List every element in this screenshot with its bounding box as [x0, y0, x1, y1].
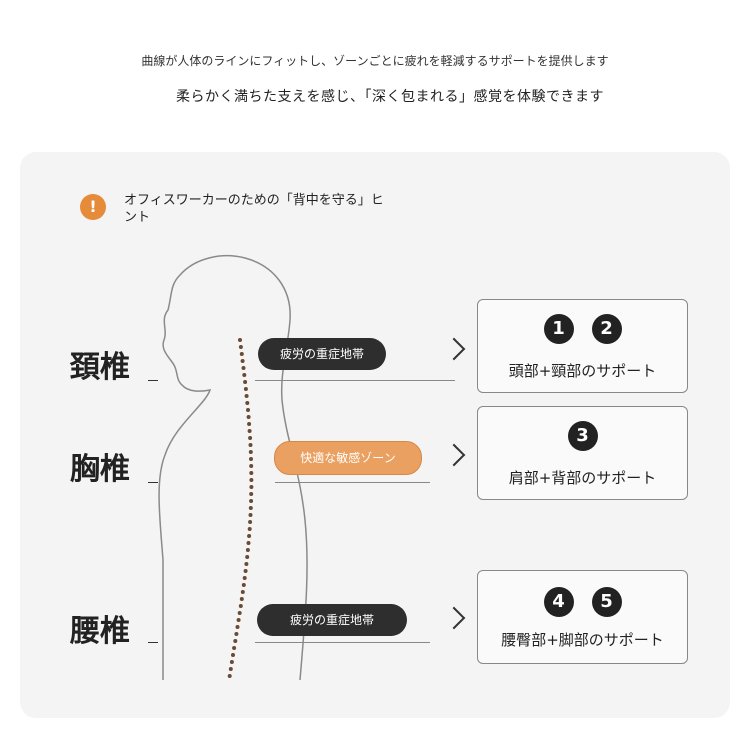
support-label: 頭部+頸部のサポート	[508, 362, 657, 380]
spine-dot	[249, 464, 254, 468]
spine-dots	[227, 338, 254, 678]
header-subtitle: 曲線が人体のラインにフィットし、ゾーンごとに疲れを軽減するサポートを提供します	[141, 54, 609, 68]
spine-dot	[247, 429, 252, 433]
spine-dot	[248, 520, 253, 524]
spine-dot	[248, 450, 253, 454]
header-title: 柔らかく満ちた支えを感じ、「深く包まれる」感覚を体験できます	[176, 89, 604, 105]
spine-dot	[247, 422, 252, 426]
spine-dot	[235, 625, 240, 629]
spine-dot	[244, 394, 249, 398]
pill-fatigue-zone: 疲労の重症地帯	[257, 604, 407, 636]
spine-dot	[247, 534, 252, 538]
spine-dot	[248, 506, 253, 510]
support-label: 腰臀部+脚部のサポート	[501, 631, 664, 649]
spine-dot	[245, 548, 250, 552]
spine-dot	[237, 611, 242, 615]
spine-dot	[232, 646, 237, 650]
spine-dot	[243, 387, 248, 391]
spine-dot	[248, 436, 253, 440]
spine-dot	[238, 604, 243, 608]
spine-dot	[238, 345, 243, 349]
spine-dot	[249, 457, 253, 461]
spine-dot	[240, 359, 245, 363]
spine-dot	[248, 513, 253, 517]
zone-label-lumbar: 腰椎	[70, 614, 130, 649]
spine-dot	[239, 597, 244, 601]
support-box-waist-legs: 4 5 腰臀部+脚部のサポート	[477, 570, 688, 664]
spine-dot	[238, 338, 242, 342]
spine-dot	[242, 373, 247, 377]
spine-dot	[241, 366, 246, 370]
spine-dot	[246, 541, 251, 545]
spine-dot	[227, 674, 232, 678]
spine-dot	[242, 576, 247, 580]
spine-dot	[247, 527, 252, 531]
zone-underline	[148, 482, 158, 483]
number-badge: 2	[591, 314, 622, 344]
support-label: 肩部+背部のサポート	[508, 469, 657, 487]
divider	[255, 642, 430, 643]
number-badge: 1	[543, 314, 574, 344]
divider	[255, 380, 455, 381]
spine-dot	[248, 443, 253, 447]
pill-comfort-zone: 快適な敏感ゾーン	[274, 441, 422, 475]
spine-dot	[244, 562, 249, 566]
number-badge: 3	[567, 421, 598, 451]
pill-fatigue-zone: 疲労の重症地帯	[258, 338, 386, 370]
spine-dot	[245, 555, 250, 559]
spine-dot	[240, 590, 245, 594]
spine-dot	[241, 583, 246, 587]
spine-dot	[239, 352, 244, 356]
spine-dot	[249, 478, 254, 482]
spine-dot	[249, 499, 254, 503]
warning-icon: !	[80, 194, 106, 220]
zone-underline	[148, 642, 158, 643]
number-badge: 5	[591, 587, 622, 617]
support-box-shoulder-back: 3 肩部+背部のサポート	[477, 406, 688, 500]
zone-label-cervical: 頚椎	[70, 350, 130, 385]
spine-dot	[236, 618, 241, 622]
spine-dot	[229, 660, 234, 664]
number-badge: 4	[543, 587, 574, 617]
spine-dot	[246, 415, 251, 419]
spine-dot	[228, 667, 233, 671]
spine-dot	[233, 639, 238, 643]
spine-dot	[249, 471, 254, 475]
tip-heading: オフィスワーカーのための「背中を守る」ヒント	[124, 193, 384, 225]
spine-dot	[249, 485, 254, 489]
spine-dot	[245, 401, 250, 405]
divider	[275, 482, 430, 483]
spine-dot	[246, 408, 250, 412]
spine-dot	[249, 492, 254, 496]
spine-dot	[243, 380, 248, 384]
zone-underline	[148, 380, 158, 381]
spine-dot	[243, 569, 248, 573]
zone-label-thoracic: 胸椎	[70, 452, 130, 487]
support-box-head-neck: 1 2 頭部+頸部のサポート	[477, 299, 688, 393]
spine-dot	[234, 632, 239, 636]
spine-dot	[231, 653, 235, 657]
